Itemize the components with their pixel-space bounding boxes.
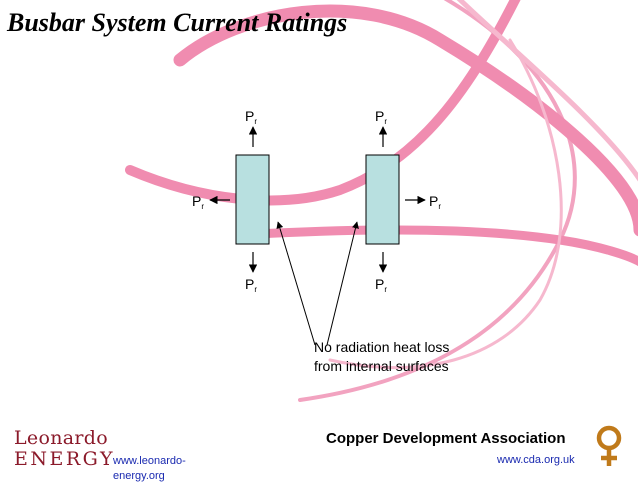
pr-label-bottom-right: Pr	[375, 276, 388, 294]
pr-label-left: Pr	[192, 193, 205, 211]
leonardo-logo-line-2: ENERGY	[14, 448, 116, 470]
pr-label-right: Pr	[429, 193, 442, 211]
ribbon-lower-fade	[456, 0, 638, 182]
leonardo-url-link[interactable]: www.leonardo-energy.org	[113, 455, 186, 482]
venus-symbol-icon	[596, 425, 622, 466]
ribbon-arc-wide	[173, 4, 638, 237]
pr-label-top-left: Pr	[245, 108, 258, 126]
busbar-left	[235, 154, 270, 245]
ribbon-sweep-right	[235, 225, 638, 267]
slide-title: Busbar System Current Ratings	[7, 8, 348, 37]
pr-label-top-right: Pr	[375, 108, 388, 126]
pr-label-bottom-left: Pr	[245, 276, 258, 294]
cda-url-link[interactable]: www.cda.org.uk	[497, 454, 575, 466]
leonardo-logo-line-1: Leonardo	[14, 427, 108, 449]
radiation-note-line-1: No radiation heat loss	[314, 339, 450, 355]
pointer-line-left	[276, 221, 316, 346]
radiation-note: No radiation heat loss from internal sur…	[314, 338, 449, 376]
radiation-note-line-2: from internal surfaces	[314, 358, 449, 374]
pointer-line-right	[326, 221, 359, 346]
ribbon-thin-loop	[328, 38, 563, 369]
ribbon-sweep-left	[125, 0, 521, 206]
cda-name: Copper Development Association	[326, 430, 566, 447]
busbar-right	[365, 154, 400, 245]
